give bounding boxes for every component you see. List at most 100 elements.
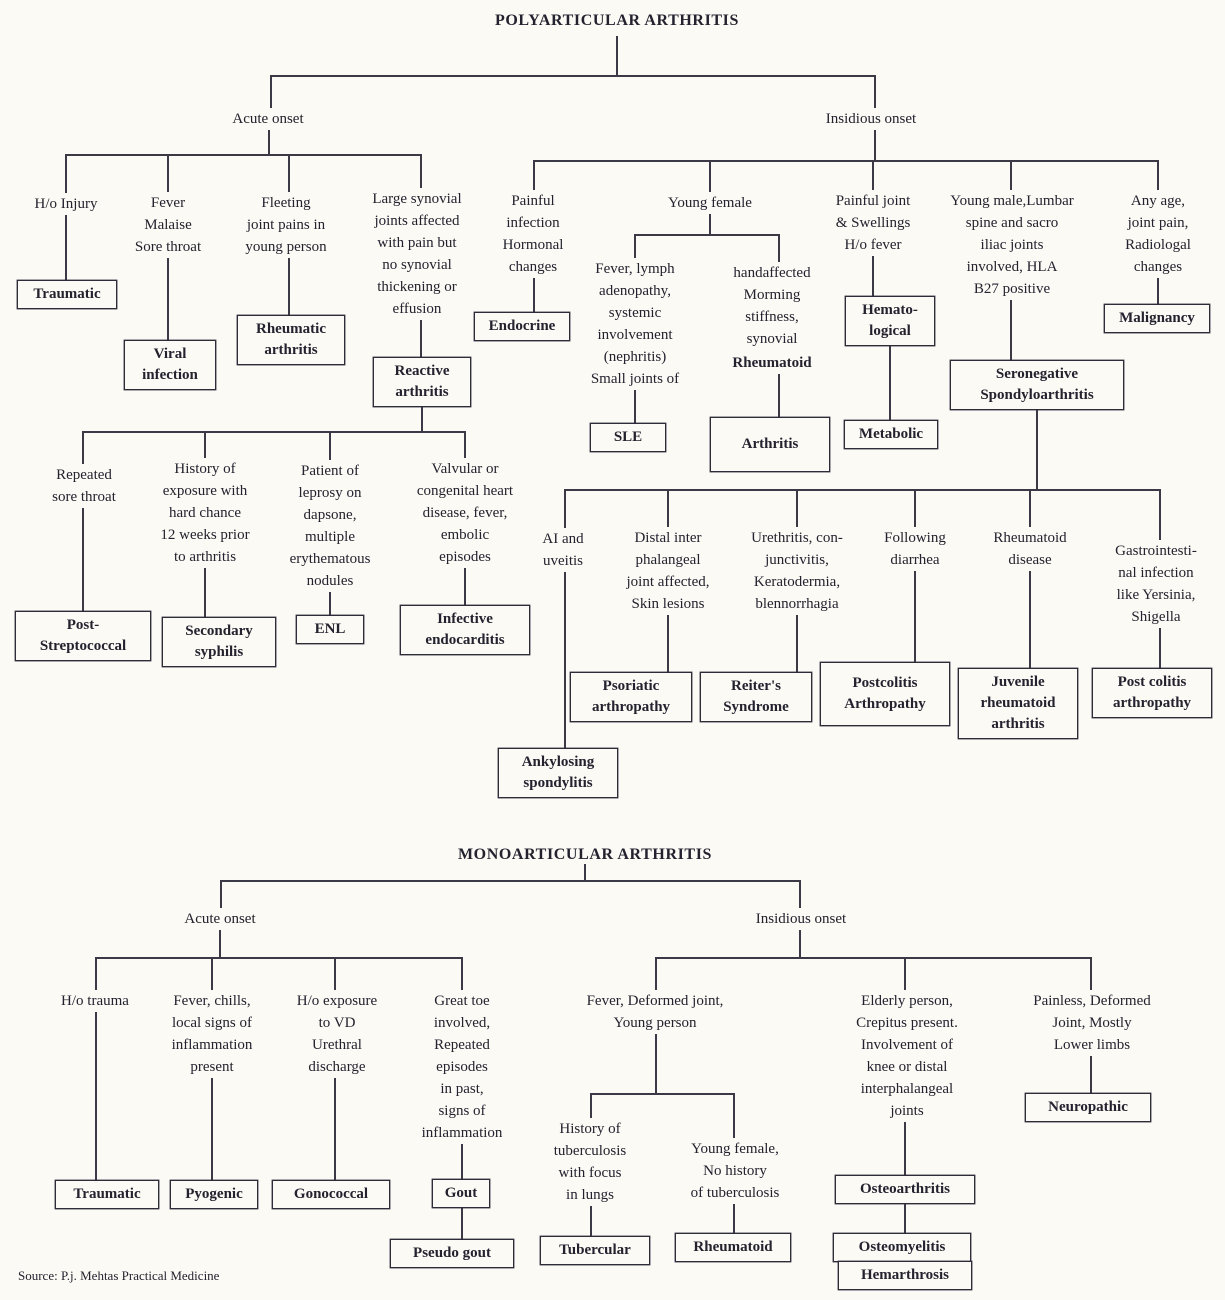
source-caption: Source: P.j. Mehtas Practical Medicine (18, 1268, 220, 1283)
label-ho-injury: H/o Injury (30, 193, 102, 215)
connector-line (709, 160, 711, 194)
connector-line (461, 1207, 463, 1241)
box-hemarthrosis: Hemarthrosis (838, 1261, 972, 1290)
connector-line (461, 957, 463, 993)
label-any-age-joint-pain: Any age, joint pain, Radiologal changes (1121, 190, 1195, 278)
connector-line (211, 957, 213, 993)
connector-line (590, 1204, 592, 1238)
connector-line (461, 1142, 463, 1181)
connector-line (564, 489, 1161, 491)
box-psoriatic-arthropathy: Psoriatic arthropathy (570, 672, 692, 722)
connector-line (564, 489, 566, 530)
connector-line (634, 234, 636, 260)
label-urethritis-conjunctivitis: Urethritis, con- junctivitis, Keratoderm… (747, 527, 847, 615)
label-fever-chills-inflammation: Fever, chills, local signs of inflammati… (167, 990, 257, 1078)
monoarticular-title: MONOARTICULAR ARTHRITIS (451, 846, 719, 864)
connector-line (874, 75, 876, 111)
connector-line (796, 489, 798, 529)
label-great-toe-involved: Great toe involved, Repeated episodes in… (417, 990, 507, 1144)
box-osteomyelitis: Osteomyelitis (833, 1233, 971, 1262)
connector-line (95, 1008, 97, 1182)
connector-line (420, 316, 422, 360)
connector-line (1029, 568, 1031, 670)
connector-line (82, 500, 84, 614)
box-osteoarthritis: Osteoarthritis (835, 1175, 975, 1204)
label-large-synovial-joints: Large synovial joints affected with pain… (368, 188, 466, 320)
connector-line (211, 1076, 213, 1182)
connector-line (329, 590, 331, 618)
connector-line (590, 1093, 592, 1120)
connector-line (219, 928, 221, 959)
label-young-female-no-tb: Young female, No history of tuberculosis (686, 1138, 784, 1204)
box-pyogenic: Pyogenic (170, 1180, 258, 1209)
connector-line (733, 1093, 735, 1140)
box-hematological: Hemato- logical (845, 296, 935, 346)
connector-line (220, 880, 801, 882)
box-postcolitis-arthropathy: Postcolitis Arthropathy (820, 662, 950, 726)
label-ho-exposure-vd: H/o exposure to VD Urethral discharge (292, 990, 382, 1078)
box-post-colitis-arthropathy: Post colitis arthropathy (1092, 668, 1212, 718)
connector-line (167, 154, 169, 194)
connector-line (270, 75, 272, 111)
label-ho-trauma: H/o trauma (57, 990, 133, 1012)
connector-line (288, 250, 290, 318)
box-secondary-syphilis: Secondary syphilis (162, 617, 276, 667)
box-endocrine: Endocrine (474, 312, 570, 341)
connector-line (288, 154, 290, 194)
connector-line (1090, 1054, 1092, 1095)
connector-line (533, 276, 535, 314)
connector-line (95, 957, 463, 959)
connector-line (616, 36, 618, 76)
box-metabolic: Metabolic (844, 420, 938, 449)
connector-line (1090, 957, 1092, 993)
connector-line (904, 1203, 906, 1235)
label-young-male-lumbar: Young male,Lumbar spine and sacro iliac … (946, 190, 1078, 300)
label-fleeting-joint-pains: Fleeting joint pains in young person (241, 192, 331, 258)
connector-line (796, 612, 798, 674)
label-acute-onset-mono: Acute onset (180, 908, 260, 930)
label-history-tuberculosis: History of tuberculosis with focus in lu… (549, 1118, 631, 1206)
label-painful-joint-swellings: Painful joint & Swellings H/o fever (831, 190, 915, 256)
connector-line (65, 210, 67, 284)
label-fever-deformed-joint: Fever, Deformed joint, Young person (582, 990, 728, 1034)
box-tubercular: Tubercular (540, 1236, 650, 1265)
box-infective-endocarditis: Infective endocarditis (400, 605, 530, 655)
box-rheumatic-arthritis: Rheumatic arthritis (237, 315, 345, 365)
connector-line (1157, 160, 1159, 192)
connector-line (904, 957, 906, 993)
box-pseudo-gout: Pseudo gout (390, 1239, 514, 1268)
box-traumatic-poly: Traumatic (17, 280, 117, 309)
box-gout: Gout (432, 1179, 490, 1208)
connector-line (464, 431, 466, 461)
label-rheumatoid-disease: Rheumatoid disease (989, 527, 1071, 571)
box-reiters-syndrome: Reiter's Syndrome (700, 672, 812, 722)
connector-line (872, 252, 874, 298)
connector-line (1029, 489, 1031, 529)
connector-line (82, 431, 84, 467)
label-insidious-onset-poly: Insidious onset (821, 108, 921, 130)
connector-line (799, 880, 801, 912)
connector-line (65, 154, 67, 196)
connector-line (914, 568, 916, 664)
label-rheumatoid-emphasis: Rheumatoid (728, 352, 816, 374)
connector-line (1159, 489, 1161, 542)
box-sle: SLE (590, 423, 666, 452)
connector-line (799, 928, 801, 959)
label-fever-lymph-adenopathy: Fever, lymph adenopathy, systemic involv… (586, 258, 684, 390)
connector-line (533, 160, 535, 192)
connector-line (634, 388, 636, 425)
label-young-female: Young female (664, 192, 756, 214)
connector-line (590, 1093, 735, 1095)
connector-line (65, 154, 422, 156)
connector-line (1157, 276, 1159, 306)
connector-line (270, 75, 876, 77)
label-history-exposure-hard-chance: History of exposure with hard chance 12 … (156, 458, 254, 568)
label-hand-affected-morning-stiffness: handaffected Morming stiffness, synovial (729, 262, 815, 350)
connector-line (778, 234, 780, 264)
connector-line (733, 1202, 735, 1235)
box-enl: ENL (296, 615, 364, 644)
connector-line (904, 1120, 906, 1177)
label-following-diarrhea: Following diarrhea (880, 527, 950, 571)
label-elderly-crepitus: Elderly person, Crepitus present. Involv… (852, 990, 962, 1122)
